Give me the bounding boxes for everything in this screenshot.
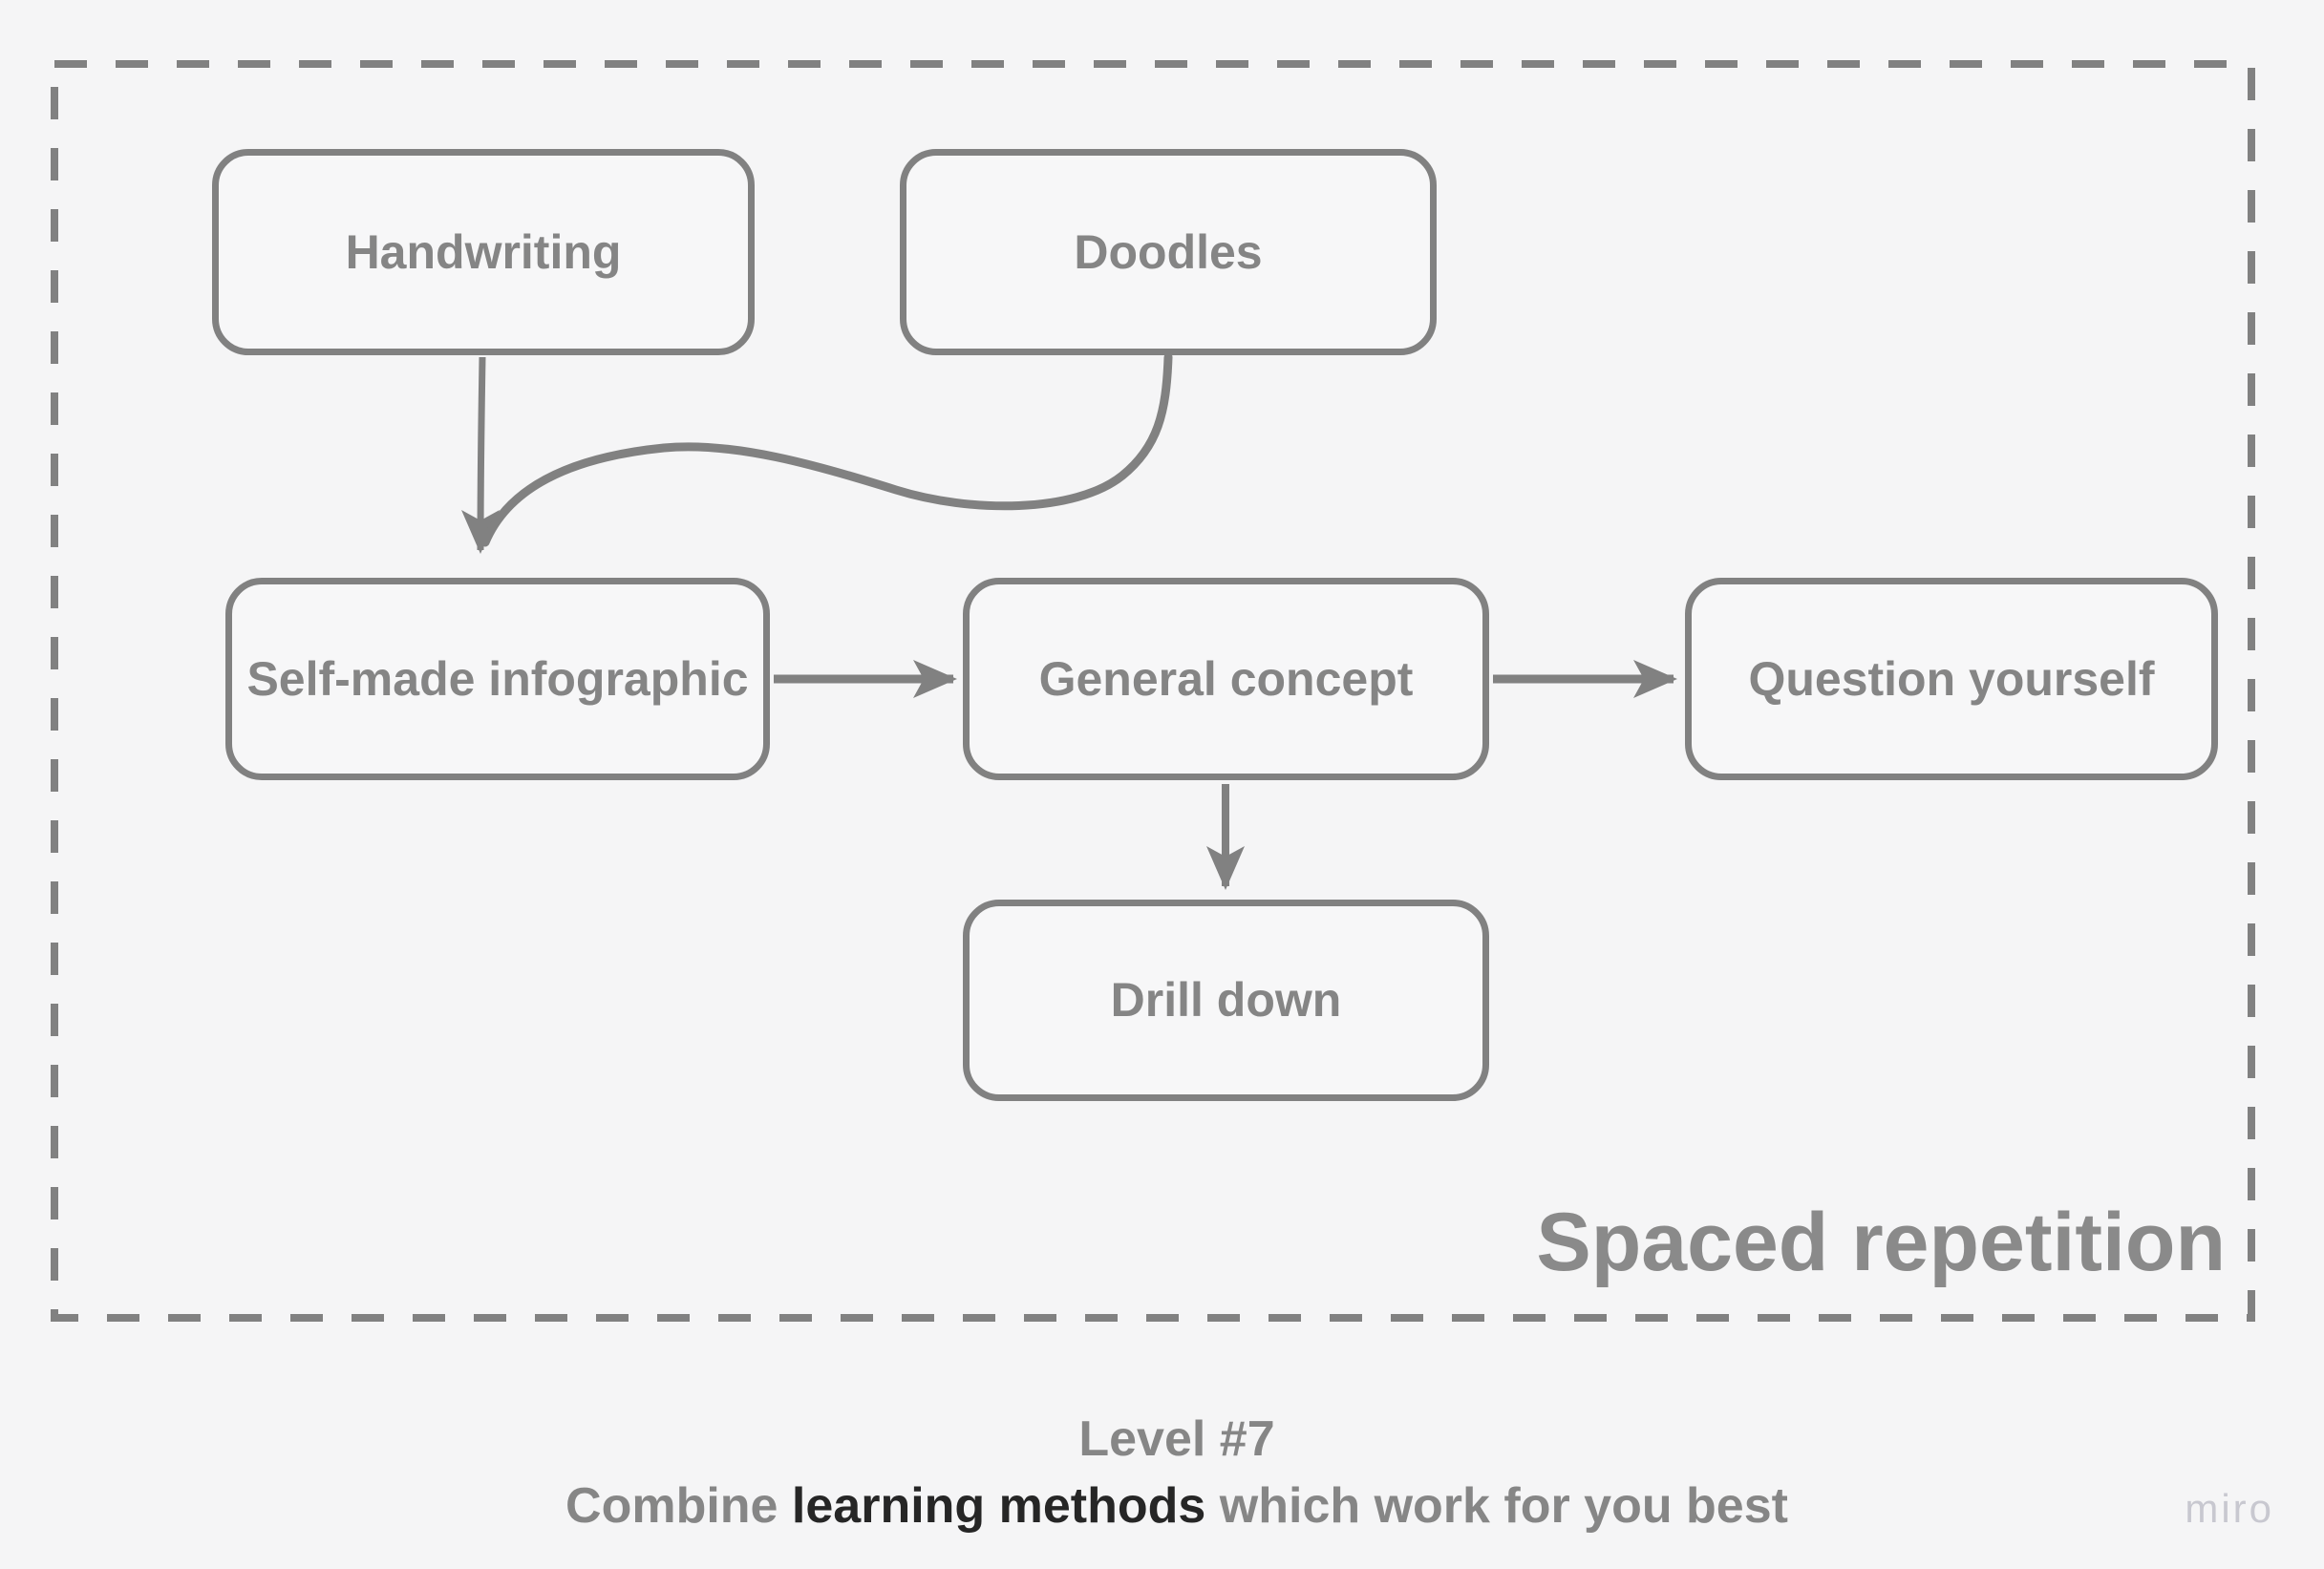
node-question-yourself[interactable]: Question yourself — [1685, 578, 2218, 780]
dashed-frame[interactable] — [51, 60, 2255, 1322]
caption-prefix: Combine — [565, 1478, 792, 1534]
miro-watermark-logo: miro — [2185, 1486, 2274, 1531]
region-label-spaced-repetition[interactable]: Spaced repetition — [1536, 1197, 2226, 1288]
caption-block[interactable]: Level #7 Combine learning methods which … — [565, 1406, 1788, 1539]
node-label: Handwriting — [345, 224, 622, 279]
node-label: General concept — [1038, 651, 1414, 706]
node-handwriting[interactable]: Handwriting — [212, 149, 755, 355]
caption-text-line: Combine learning methods which work for … — [565, 1473, 1788, 1539]
edge-doodles-to-selfmade[interactable] — [480, 352, 1173, 547]
node-drill-down[interactable]: Drill down — [963, 900, 1489, 1101]
caption-suffix: which work for you best — [1205, 1478, 1788, 1534]
node-label: Doodles — [1074, 224, 1263, 279]
node-doodles[interactable]: Doodles — [900, 149, 1437, 355]
node-label: Drill down — [1110, 973, 1342, 1027]
caption-emphasis: learning methods — [791, 1478, 1206, 1534]
caption-level-line: Level #7 — [1078, 1411, 1275, 1467]
node-general-concept[interactable]: General concept — [963, 578, 1489, 780]
edge-handwriting-to-selfmade[interactable] — [461, 356, 501, 554]
node-label: Question yourself — [1748, 651, 2155, 706]
node-self-made-infographic[interactable]: Self-made infographic — [225, 578, 770, 780]
node-label: Self-made infographic — [246, 651, 749, 706]
